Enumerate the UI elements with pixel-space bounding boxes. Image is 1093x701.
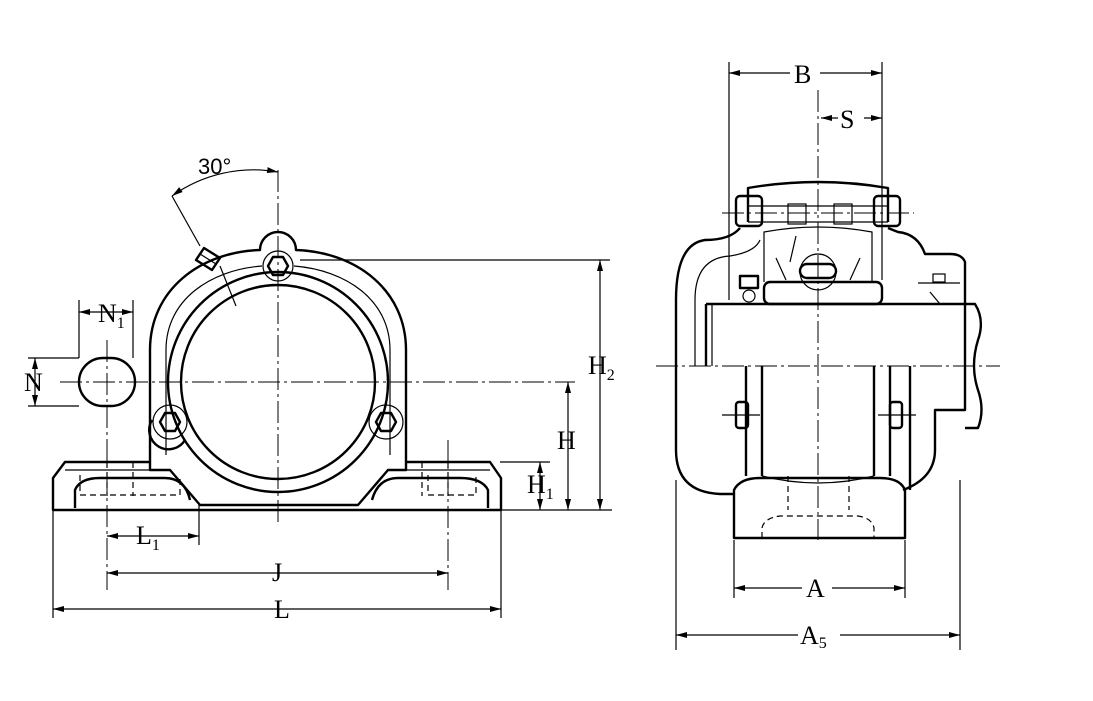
dimension-H1: H1 bbox=[500, 461, 612, 511]
svg-text:L1: L1 bbox=[136, 521, 160, 554]
label-L1: L bbox=[136, 521, 152, 550]
angle-label: 30° bbox=[198, 154, 231, 179]
housing-cap bbox=[746, 180, 890, 222]
side-view: B S A A5 bbox=[656, 58, 1000, 652]
label-H2-sub: 2 bbox=[607, 367, 615, 384]
dimension-B: B bbox=[728, 58, 883, 300]
cap-bolt-top bbox=[262, 250, 294, 282]
label-L1-sub: 1 bbox=[152, 537, 160, 554]
dimension-L1: L1 bbox=[107, 505, 200, 554]
dimension-H2: H2 bbox=[300, 259, 615, 510]
label-A: A bbox=[806, 574, 825, 603]
label-J: J bbox=[272, 558, 282, 587]
housing-outline bbox=[148, 230, 408, 462]
dimension-H: H bbox=[557, 382, 576, 510]
bore-circle bbox=[179, 283, 377, 481]
svg-text:H2: H2 bbox=[588, 351, 615, 384]
housing-base bbox=[51, 460, 503, 512]
dimension-J: J bbox=[107, 558, 448, 587]
grease-nipple-icon bbox=[194, 246, 237, 307]
side-foot bbox=[732, 476, 907, 540]
dimension-S: S bbox=[821, 104, 882, 134]
label-H1: H bbox=[527, 470, 546, 499]
svg-text:H1: H1 bbox=[527, 470, 554, 503]
label-L: L bbox=[274, 595, 290, 624]
svg-text:N1: N1 bbox=[98, 299, 125, 332]
label-H1-sub: 1 bbox=[546, 486, 554, 503]
cap-bolt-left bbox=[148, 404, 188, 451]
svg-text:A5: A5 bbox=[800, 621, 827, 652]
angle-arc bbox=[171, 167, 279, 197]
label-B: B bbox=[794, 60, 811, 89]
cap-bolt-right bbox=[368, 404, 404, 440]
shaft bbox=[704, 302, 983, 430]
dimension-A: A bbox=[733, 540, 906, 603]
housing-body bbox=[674, 226, 967, 496]
dimension-N1: N1 bbox=[78, 299, 134, 358]
dimension-N: N bbox=[24, 357, 79, 407]
label-N1-sub: 1 bbox=[117, 315, 125, 332]
front-view: 30° N1 N H2 H H1 bbox=[24, 154, 615, 624]
label-H2: H bbox=[588, 351, 607, 380]
dimension-L: L bbox=[52, 510, 502, 624]
outer-ring bbox=[166, 270, 390, 494]
label-A5-sub: 5 bbox=[819, 635, 827, 652]
label-N1: N bbox=[98, 299, 117, 328]
label-S: S bbox=[840, 105, 854, 134]
label-A5: A bbox=[800, 621, 819, 650]
set-screw-left bbox=[738, 274, 760, 290]
label-N: N bbox=[24, 368, 43, 397]
dimension-A5: A5 bbox=[675, 480, 961, 652]
label-H: H bbox=[557, 426, 576, 455]
